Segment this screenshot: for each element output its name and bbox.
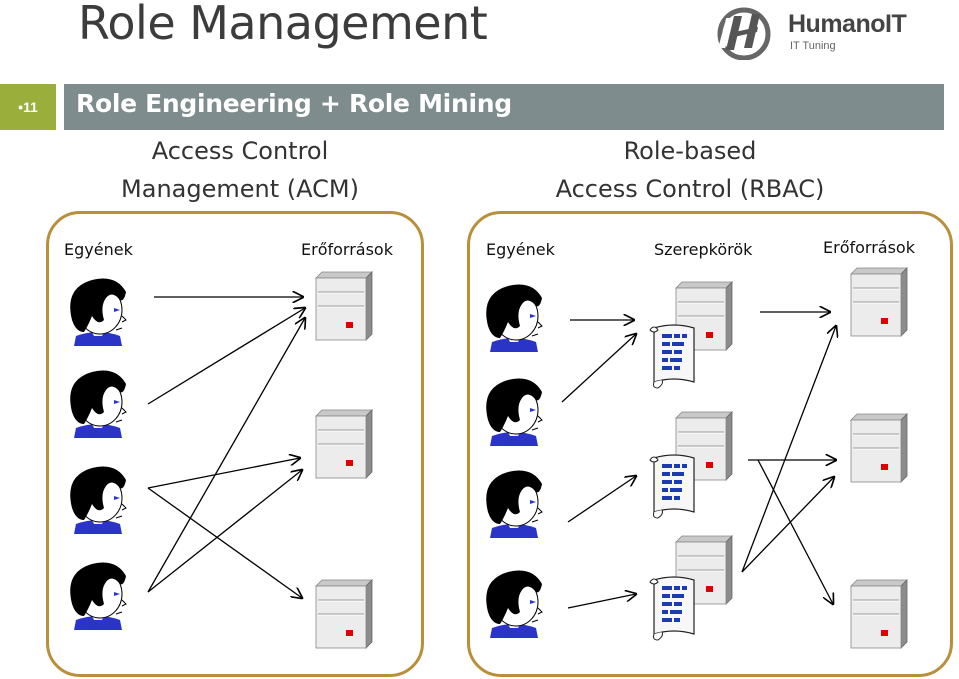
rbac-role-document-icon-3 — [649, 576, 695, 641]
rbac-person-icon-3 — [485, 470, 543, 539]
acm-title-line1: Access Control — [151, 137, 329, 165]
rbac-person-icon-4 — [485, 570, 543, 639]
acm-server-icon-3 — [315, 579, 373, 649]
acm-title-line2: Management (ACM) — [121, 175, 359, 203]
slide-number: •11 — [0, 84, 56, 130]
rbac-server-icon-1 — [850, 267, 908, 337]
rbac-role-document-icon-2 — [649, 454, 695, 519]
acm-arrows — [147, 297, 305, 598]
rbac-server-icon-3 — [850, 579, 908, 649]
acm-individuals-label: Egyének — [64, 240, 133, 259]
section-banner: Role Engineering + Role Mining — [64, 84, 944, 130]
rbac-server-icon-2 — [850, 413, 908, 483]
logo-name: HumanoIT — [788, 10, 907, 38]
acm-resources-label: Erőforrások — [301, 240, 393, 259]
rbac-panel — [467, 211, 953, 677]
rbac-title-line2: Access Control (RBAC) — [555, 175, 825, 203]
acm-person-icon-2 — [69, 370, 127, 439]
acm-person-icon-3 — [69, 466, 127, 535]
rbac-individuals-label: Egyének — [486, 240, 555, 259]
company-logo: HumanoIT IT Tuning — [712, 4, 942, 61]
acm-person-icon-4 — [69, 562, 127, 631]
rbac-person-icon-1 — [485, 284, 543, 353]
humanoit-logo-icon — [717, 7, 771, 61]
logo-tagline: IT Tuning — [790, 40, 836, 52]
acm-person-icon-1 — [69, 278, 127, 347]
acm-server-icon-1 — [315, 271, 373, 341]
rbac-title: Role-based Access Control (RBAC) — [520, 132, 860, 208]
banner-title: Role Engineering + Role Mining — [76, 89, 512, 118]
rbac-role-resource-arrows — [741, 312, 836, 604]
rbac-resources-label: Erőforrások — [823, 238, 915, 257]
rbac-person-role-arrows — [561, 320, 636, 609]
rbac-person-icon-2 — [485, 378, 543, 447]
rbac-roles-label: Szerepkörök — [654, 240, 753, 259]
rbac-title-line1: Role-based — [623, 137, 757, 165]
page-title: Role Management — [78, 0, 488, 50]
acm-title: Access Control Management (ACM) — [70, 132, 410, 208]
acm-panel — [46, 211, 424, 677]
acm-server-icon-2 — [315, 409, 373, 479]
rbac-role-document-icon-1 — [649, 324, 695, 389]
